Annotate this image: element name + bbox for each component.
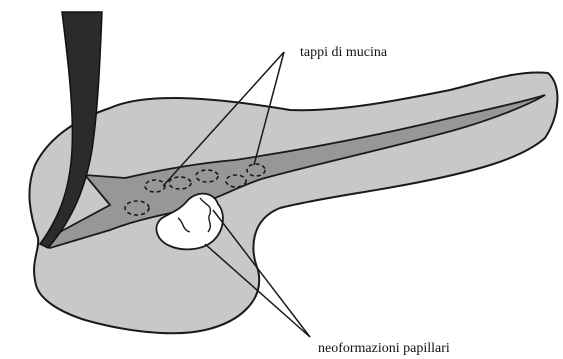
label-papillary-neoformations: neoformazioni papillari: [318, 341, 450, 356]
label-mucin-plugs: tappi di mucina: [300, 45, 388, 60]
